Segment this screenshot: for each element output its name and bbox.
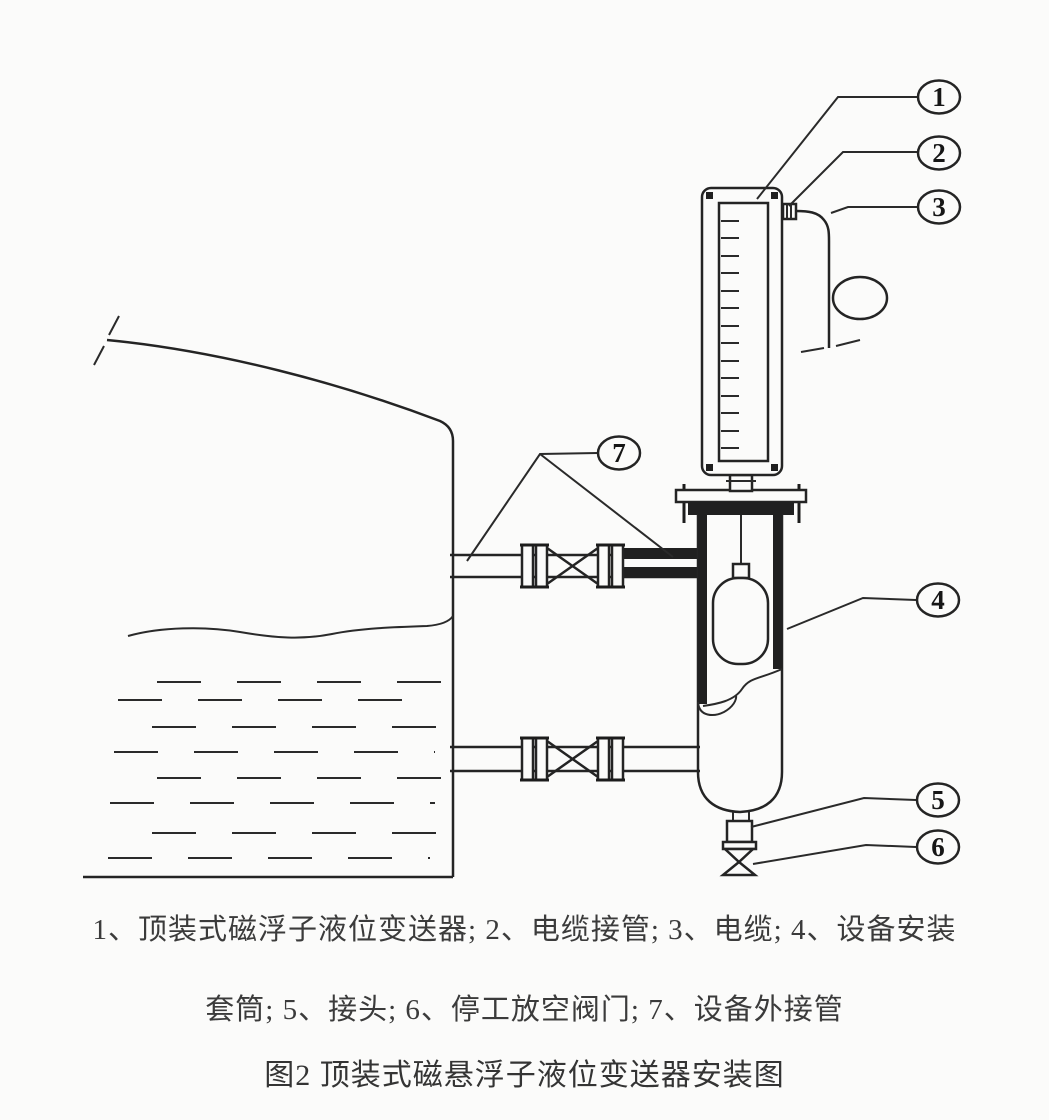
drain-assembly <box>719 812 759 877</box>
sleeve-wall-left <box>698 514 707 704</box>
external-pipes <box>450 548 705 773</box>
lower-gate-valve <box>520 736 625 782</box>
callout-5-number: 5 <box>931 785 945 815</box>
callout-3: 3 <box>916 189 962 225</box>
leader-3 <box>830 206 917 214</box>
callout-1-number: 1 <box>932 82 946 112</box>
figure-legend-line-2: 套筒; 5、接头; 6、停工放空阀门; 7、设备外接管 <box>205 994 844 1026</box>
callout-6-number: 6 <box>931 832 945 862</box>
sleeve-end-cap-curve <box>697 694 738 716</box>
top-flange-gasket <box>688 502 794 515</box>
leader-lines <box>466 96 917 865</box>
callout-5: 5 <box>915 782 961 818</box>
sleeve-wall-right <box>773 514 782 669</box>
cable-coil-loop <box>831 275 889 321</box>
liquid-dashes <box>108 681 453 859</box>
liquid-surface-line <box>127 615 454 639</box>
vent-valve-lower-triangle <box>719 860 759 877</box>
callout-4-number: 4 <box>931 585 945 615</box>
bottom-joint <box>725 819 754 844</box>
leader-2 <box>788 151 917 207</box>
callout-1: 1 <box>916 79 962 115</box>
chamber-bottom-cap <box>696 771 784 814</box>
tank-break-mark <box>93 315 120 366</box>
callout-2-number: 2 <box>932 138 946 168</box>
upper-gate-valve <box>520 543 625 589</box>
leader-1 <box>756 96 917 200</box>
callout-3-number: 3 <box>932 192 946 222</box>
tank <box>83 315 455 879</box>
tank-top-curve <box>106 338 455 442</box>
float-hanger <box>731 562 751 580</box>
cable-assembly <box>781 202 889 353</box>
sleeve-break-curve <box>702 668 783 707</box>
gauge-scale-window <box>717 201 770 463</box>
gauge-scale-ticks <box>721 220 739 449</box>
upper-valve-bowtie <box>546 546 599 586</box>
upper-pipe-thick-bottom <box>621 567 705 578</box>
figure-legend-line-1: 1、顶装式磁浮子液位变送器; 2、电缆接管; 3、电缆; 4、设备安装 <box>92 914 957 946</box>
leader-6 <box>752 843 917 865</box>
magnetic-float <box>711 576 770 666</box>
vent-valve-upper-triangle <box>721 847 757 864</box>
mounting-sleeve-assembly <box>674 484 808 814</box>
leader-5 <box>750 796 917 828</box>
upper-pipe-thick-top <box>621 548 705 559</box>
callout-4: 4 <box>915 582 961 618</box>
callout-7-number: 7 <box>612 438 626 468</box>
callout-6: 6 <box>915 829 961 865</box>
cable-line <box>795 209 831 348</box>
leader-4 <box>786 596 917 630</box>
cable-break-dashes <box>800 339 861 353</box>
level-transmitter <box>700 186 784 493</box>
callout-2: 2 <box>916 135 962 171</box>
gauge-body <box>700 186 784 477</box>
installation-diagram: 1 2 3 4 5 6 7 <box>83 79 962 879</box>
lower-valve-bowtie <box>546 739 599 779</box>
callout-7: 7 <box>596 435 642 471</box>
gauge-neck <box>728 473 754 493</box>
leader-7b <box>539 453 674 558</box>
callout-balloons: 1 2 3 4 5 6 7 <box>596 79 962 865</box>
figure-title: 图2 顶装式磁悬浮子液位变送器安装图 <box>264 1059 785 1092</box>
